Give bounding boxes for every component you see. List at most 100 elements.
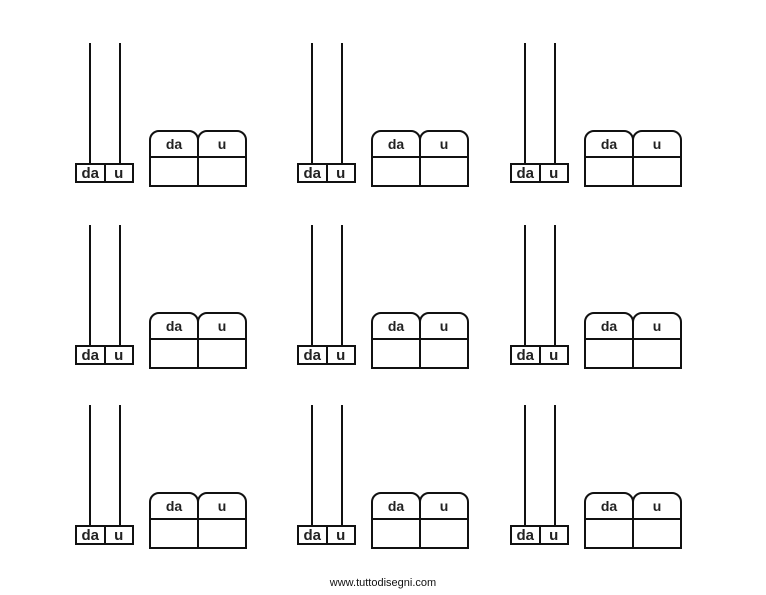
tens-answer-cell[interactable]	[586, 340, 632, 367]
units-header: u	[634, 314, 680, 340]
abacus-rod-tens	[89, 43, 91, 163]
tens-column: da	[584, 130, 634, 187]
base-label-tens: da	[303, 526, 321, 544]
base-label-units: u	[103, 165, 133, 182]
abacus-rod-units	[119, 43, 121, 163]
tens-column: da	[371, 130, 421, 187]
answer-table: da u	[584, 492, 682, 549]
base-label-units: u	[103, 347, 133, 364]
answer-table: da u	[149, 130, 247, 187]
answer-table: da u	[584, 312, 682, 369]
tens-column: da	[149, 312, 199, 369]
units-answer-cell[interactable]	[199, 158, 245, 185]
abacus-exercise: da u da u	[297, 43, 497, 193]
tens-answer-cell[interactable]	[373, 158, 419, 185]
abacus-rod-units	[119, 405, 121, 525]
units-column: u	[197, 312, 247, 369]
units-column: u	[632, 312, 682, 369]
tens-header: da	[373, 494, 419, 520]
tens-answer-cell[interactable]	[373, 520, 419, 547]
base-label-tens: da	[516, 346, 534, 364]
units-answer-cell[interactable]	[634, 520, 680, 547]
tens-header: da	[373, 132, 419, 158]
tens-header: da	[586, 494, 632, 520]
units-column: u	[419, 312, 469, 369]
abacus-base: da u	[297, 345, 356, 365]
units-header: u	[634, 494, 680, 520]
units-answer-cell[interactable]	[199, 520, 245, 547]
units-answer-cell[interactable]	[421, 158, 467, 185]
abacus-base: da u	[75, 525, 134, 545]
base-label-tens: da	[303, 346, 321, 364]
base-label-tens: da	[516, 164, 534, 182]
units-column: u	[632, 130, 682, 187]
units-column: u	[419, 492, 469, 549]
abacus-base: da u	[75, 163, 134, 183]
abacus-rod-tens	[524, 43, 526, 163]
tens-answer-cell[interactable]	[151, 158, 197, 185]
abacus-rod-units	[341, 43, 343, 163]
abacus-base: da u	[297, 525, 356, 545]
abacus-base: da u	[75, 345, 134, 365]
tens-header: da	[586, 314, 632, 340]
units-header: u	[634, 132, 680, 158]
tens-column: da	[149, 130, 199, 187]
abacus-rod-tens	[89, 225, 91, 345]
tens-answer-cell[interactable]	[151, 520, 197, 547]
tens-column: da	[371, 312, 421, 369]
abacus-rod-tens	[311, 43, 313, 163]
base-label-units: u	[325, 165, 355, 182]
abacus-rod-units	[119, 225, 121, 345]
units-column: u	[632, 492, 682, 549]
answer-table: da u	[371, 312, 469, 369]
units-header: u	[421, 494, 467, 520]
abacus-exercise: da u da u	[75, 405, 275, 555]
abacus-rod-units	[554, 405, 556, 525]
tens-answer-cell[interactable]	[151, 340, 197, 367]
tens-column: da	[584, 492, 634, 549]
abacus-exercise: da u da u	[510, 225, 710, 375]
answer-table: da u	[371, 492, 469, 549]
base-label-tens: da	[303, 164, 321, 182]
tens-header: da	[151, 314, 197, 340]
tens-answer-cell[interactable]	[586, 158, 632, 185]
units-column: u	[197, 492, 247, 549]
abacus-rod-units	[554, 225, 556, 345]
units-header: u	[199, 132, 245, 158]
tens-header: da	[151, 494, 197, 520]
units-column: u	[197, 130, 247, 187]
tens-column: da	[371, 492, 421, 549]
units-header: u	[199, 314, 245, 340]
units-answer-cell[interactable]	[421, 520, 467, 547]
units-column: u	[419, 130, 469, 187]
units-answer-cell[interactable]	[634, 158, 680, 185]
units-header: u	[199, 494, 245, 520]
base-label-tens: da	[81, 526, 99, 544]
answer-table: da u	[584, 130, 682, 187]
answer-table: da u	[149, 492, 247, 549]
abacus-base: da u	[510, 525, 569, 545]
abacus-exercise: da u da u	[510, 43, 710, 193]
abacus-exercise: da u da u	[297, 225, 497, 375]
tens-header: da	[373, 314, 419, 340]
base-label-units: u	[325, 527, 355, 544]
base-label-tens: da	[516, 526, 534, 544]
abacus-rod-units	[341, 405, 343, 525]
units-answer-cell[interactable]	[634, 340, 680, 367]
abacus-rod-tens	[89, 405, 91, 525]
base-label-units: u	[103, 527, 133, 544]
abacus-rod-tens	[524, 225, 526, 345]
abacus-rod-tens	[311, 225, 313, 345]
abacus-rod-units	[341, 225, 343, 345]
abacus-exercise: da u da u	[510, 405, 710, 555]
base-label-tens: da	[81, 164, 99, 182]
units-answer-cell[interactable]	[199, 340, 245, 367]
units-header: u	[421, 314, 467, 340]
units-answer-cell[interactable]	[421, 340, 467, 367]
abacus-rod-units	[554, 43, 556, 163]
abacus-base: da u	[297, 163, 356, 183]
tens-answer-cell[interactable]	[586, 520, 632, 547]
base-label-units: u	[538, 347, 568, 364]
abacus-rod-tens	[311, 405, 313, 525]
tens-answer-cell[interactable]	[373, 340, 419, 367]
